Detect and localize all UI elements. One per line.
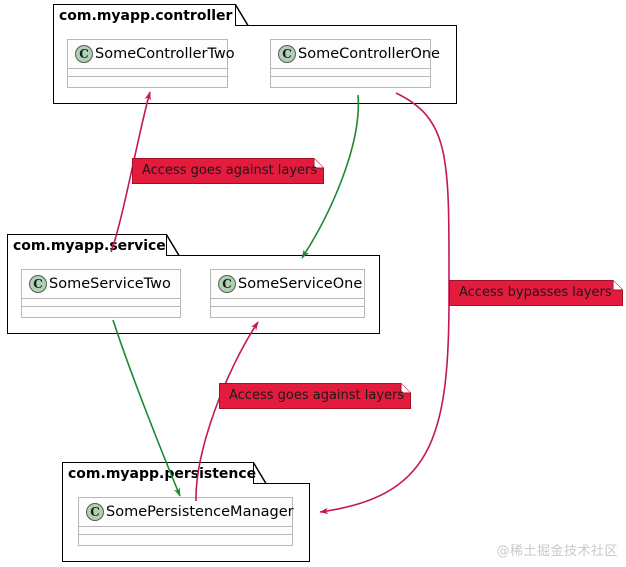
class-header: C SomePersistenceManager [79,498,294,527]
package-service: com.myapp.service C SomeServiceTwo C Som… [7,234,380,334]
class-methods-compartment [211,307,364,315]
package-persistence-name: com.myapp.persistence [68,465,257,482]
class-some-controller-two[interactable]: C SomeControllerTwo [67,39,235,88]
class-attributes-compartment [211,299,364,307]
class-icon: C [75,45,93,63]
class-header: C SomeControllerOne [271,40,440,69]
class-methods-compartment [22,307,180,315]
class-header: C SomeServiceOne [211,270,364,299]
class-attributes-compartment [271,69,430,77]
class-header: C SomeControllerTwo [68,40,235,69]
class-name: SomeServiceTwo [49,275,171,292]
class-some-persistence-manager[interactable]: C SomePersistenceManager [78,497,294,546]
note-access-bypasses-layers[interactable]: Access bypasses layers [449,280,623,306]
note-text: Access goes against layers [142,163,318,178]
package-controller-name: com.myapp.controller [59,7,233,24]
package-service-name: com.myapp.service [13,237,166,254]
package-controller: com.myapp.controller C SomeControllerTwo… [53,4,457,104]
package-persistence: com.myapp.persistence C SomePersistenceM… [62,462,310,562]
note-text: Access goes against layers [229,388,405,403]
class-icon: C [218,275,236,293]
class-header: C SomeServiceTwo [22,270,180,299]
class-name: SomeControllerTwo [95,45,235,62]
class-icon: C [278,45,296,63]
class-attributes-compartment [22,299,180,307]
class-some-service-two[interactable]: C SomeServiceTwo [21,269,181,318]
class-attributes-compartment [68,69,227,77]
class-name: SomePersistenceManager [106,503,294,520]
note-text: Access bypasses layers [459,285,612,300]
class-some-service-one[interactable]: C SomeServiceOne [210,269,365,318]
class-icon: C [29,275,47,293]
class-some-controller-one[interactable]: C SomeControllerOne [270,39,440,88]
note-access-goes-against-layers-1[interactable]: Access goes against layers [132,158,324,184]
class-methods-compartment [79,535,292,543]
class-methods-compartment [271,77,430,85]
package-controller-tab-slant [235,4,249,26]
package-persistence-tab: com.myapp.persistence [62,462,257,484]
note-access-goes-against-layers-2[interactable]: Access goes against layers [219,383,411,409]
class-methods-compartment [68,77,227,85]
package-service-tab-slant [166,234,180,256]
class-attributes-compartment [79,527,292,535]
class-name: SomeControllerOne [298,45,440,62]
class-icon: C [86,503,104,521]
watermark: @稀土掘金技术社区 [496,544,618,559]
package-service-tab: com.myapp.service [7,234,167,256]
package-controller-tab: com.myapp.controller [53,4,236,26]
class-name: SomeServiceOne [238,275,363,292]
